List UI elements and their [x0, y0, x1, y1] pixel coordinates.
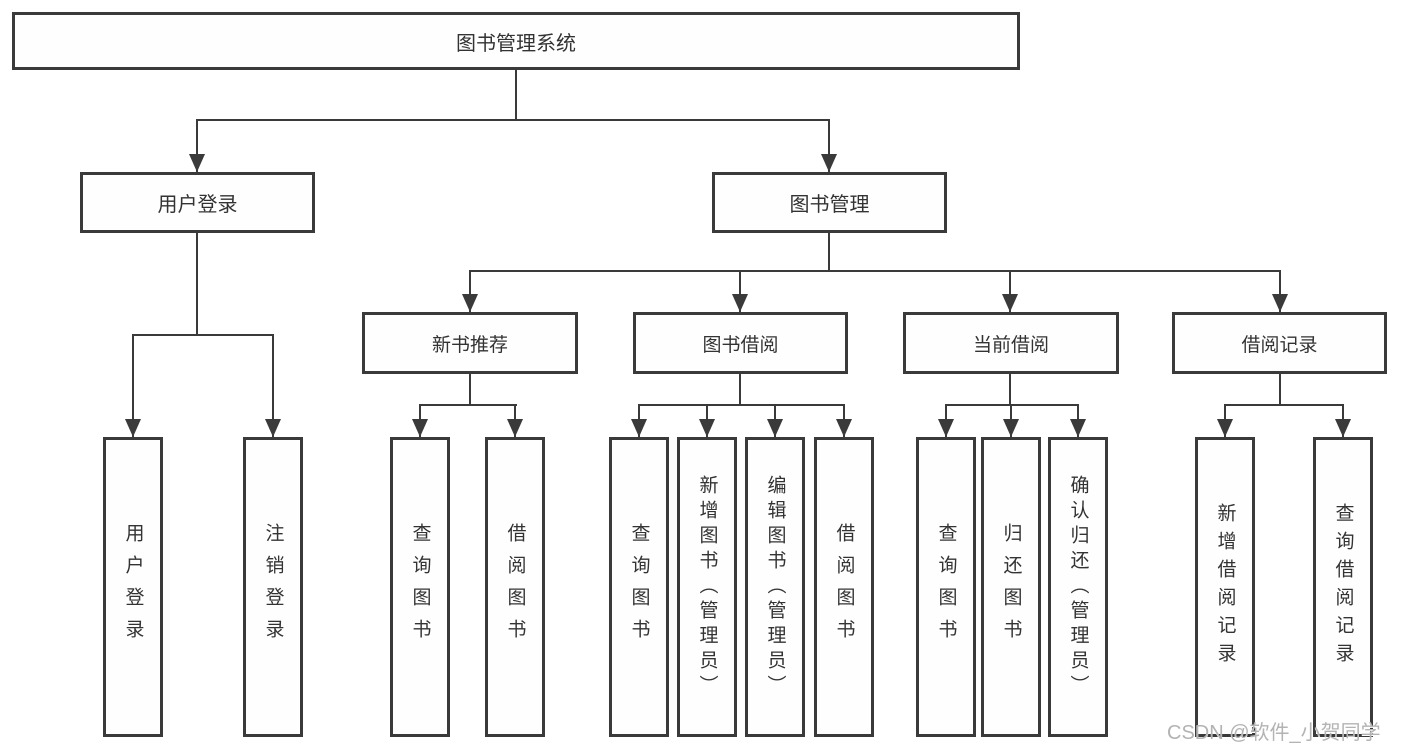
leaf-add-borrow-record-label: 新增借阅记录 — [1214, 503, 1236, 671]
node-book-borrow-label: 图书借阅 — [702, 334, 779, 356]
leaf-query-borrow-record: 查询借阅记录 — [1313, 437, 1373, 737]
leaf-confirm-return-admin-label: 确认归还（管理员） — [1067, 474, 1089, 700]
leaf-add-borrow-record: 新增借阅记录 — [1195, 437, 1255, 737]
arrow-down-icon — [767, 419, 783, 437]
connector-drop — [272, 334, 274, 437]
leaf-query-books-current-label: 查询图书 — [935, 523, 957, 651]
node-borrow-records: 借阅记录 — [1172, 312, 1387, 374]
node-borrow-records-label: 借阅记录 — [1241, 334, 1318, 356]
connector-split — [945, 404, 1079, 406]
connector-split — [638, 404, 845, 406]
connector-stem — [469, 374, 471, 406]
arrow-down-icon — [836, 419, 852, 437]
leaf-borrow-book-label: 借阅图书 — [833, 523, 855, 651]
arrow-down-icon — [938, 419, 954, 437]
connector-split — [132, 334, 274, 336]
connector-bookmgmt-stem — [828, 233, 830, 272]
connector-userlogin-stem — [196, 233, 198, 336]
arrow-down-icon — [507, 419, 523, 437]
leaf-logout: 注销登录 — [243, 437, 303, 737]
arrow-down-icon — [1003, 419, 1019, 437]
leaf-borrow-books-recommend: 借阅图书 — [485, 437, 545, 737]
node-root: 图书管理系统 — [12, 12, 1020, 70]
node-new-book-recommend-label: 新书推荐 — [431, 334, 508, 356]
leaf-edit-book-admin-label: 编辑图书（管理员） — [764, 474, 786, 700]
arrow-down-icon — [631, 419, 647, 437]
connector-stem — [1009, 374, 1011, 406]
connector-drop — [132, 334, 134, 437]
connector-drop — [739, 270, 741, 312]
leaf-return-book: 归还图书 — [981, 437, 1041, 737]
connector-l3-split — [469, 270, 1281, 272]
leaf-query-books-recommend: 查询图书 — [390, 437, 450, 737]
leaf-query-books-recommend-label: 查询图书 — [409, 523, 431, 651]
connector-split — [419, 404, 517, 406]
connector-drop — [469, 270, 471, 312]
leaf-borrow-books-recommend-label: 借阅图书 — [504, 523, 526, 651]
arrow-down-icon — [699, 419, 715, 437]
node-user-login: 用户登录 — [80, 172, 315, 233]
leaf-confirm-return-admin: 确认归还（管理员） — [1048, 437, 1108, 737]
connector-l2-split — [196, 119, 830, 121]
arrow-down-icon — [1217, 419, 1233, 437]
leaf-borrow-book: 借阅图书 — [814, 437, 874, 737]
node-book-management: 图书管理 — [712, 172, 947, 233]
arrow-down-icon — [821, 154, 837, 172]
leaf-add-book-admin: 新增图书（管理员） — [677, 437, 737, 737]
arrow-down-icon — [1335, 419, 1351, 437]
node-book-management-label: 图书管理 — [789, 194, 870, 216]
arrow-down-icon — [462, 294, 478, 312]
connector-drop — [1009, 270, 1011, 312]
node-book-borrow: 图书借阅 — [633, 312, 848, 374]
arrow-down-icon — [265, 419, 281, 437]
node-user-login-label: 用户登录 — [157, 194, 238, 216]
arrow-down-icon — [412, 419, 428, 437]
leaf-logout-label: 注销登录 — [262, 523, 284, 651]
csdn-watermark: CSDN @软件_小贺同学 — [1167, 722, 1381, 744]
leaf-user-login: 用户登录 — [103, 437, 163, 737]
node-current-borrow: 当前借阅 — [903, 312, 1119, 374]
leaf-user-login-label: 用户登录 — [122, 523, 144, 651]
arrow-down-icon — [1070, 419, 1086, 437]
leaf-query-books-borrow-label: 查询图书 — [628, 523, 650, 651]
connector-split — [1224, 404, 1344, 406]
arrow-down-icon — [125, 419, 141, 437]
leaf-query-books-current: 查询图书 — [916, 437, 976, 737]
leaf-edit-book-admin: 编辑图书（管理员） — [745, 437, 805, 737]
leaf-query-borrow-record-label: 查询借阅记录 — [1332, 503, 1354, 671]
node-new-book-recommend: 新书推荐 — [362, 312, 578, 374]
connector-drop — [828, 119, 830, 172]
connector-root-stem — [515, 70, 517, 121]
arrow-down-icon — [732, 294, 748, 312]
leaf-add-book-admin-label: 新增图书（管理员） — [696, 474, 718, 700]
arrow-down-icon — [189, 154, 205, 172]
node-current-borrow-label: 当前借阅 — [972, 334, 1049, 356]
node-root-label: 图书管理系统 — [456, 32, 576, 55]
connector-drop — [196, 119, 198, 172]
connector-stem — [1279, 374, 1281, 406]
connector-stem — [739, 374, 741, 406]
arrow-down-icon — [1272, 294, 1288, 312]
leaf-return-book-label: 归还图书 — [1000, 523, 1022, 651]
leaf-query-books-borrow: 查询图书 — [609, 437, 669, 737]
arrow-down-icon — [1002, 294, 1018, 312]
connector-drop — [1279, 270, 1281, 312]
